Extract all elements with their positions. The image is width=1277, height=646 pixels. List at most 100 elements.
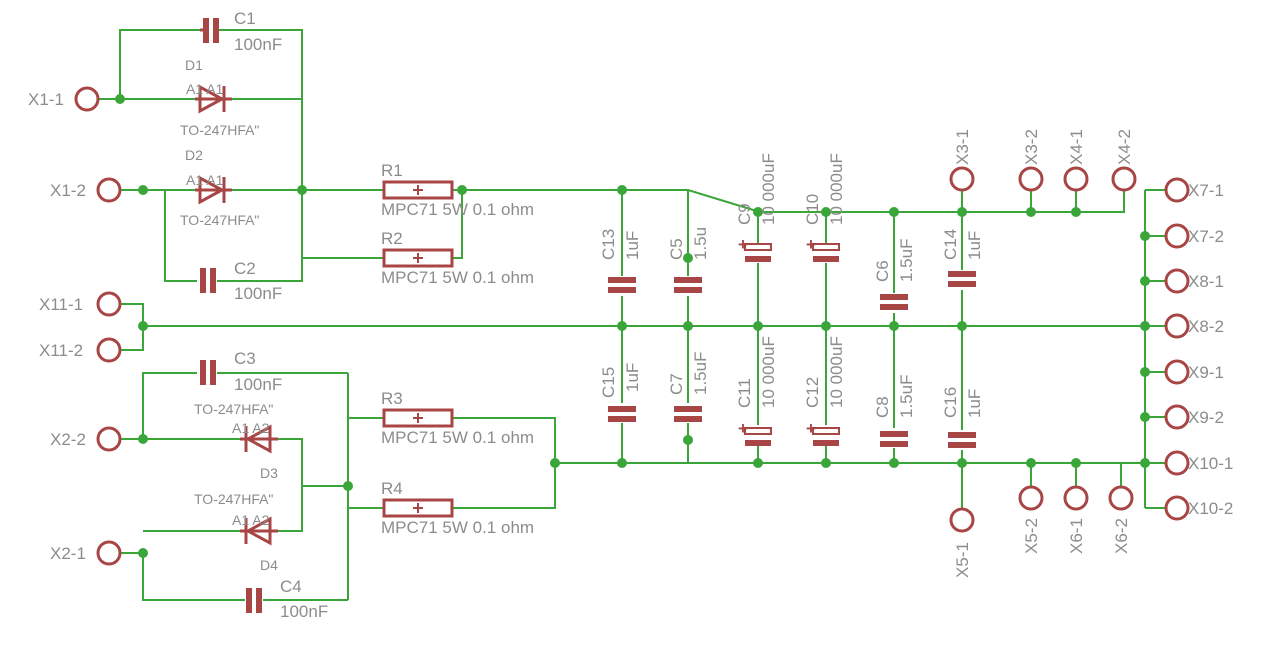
r4-ref: R4 [381,479,403,498]
connector-x5-2[interactable]: X5-2 [1018,485,1044,554]
d4-ref: D4 [260,557,278,573]
c12-ref: C12 [803,377,822,408]
c1-ref: C1 [234,9,256,28]
x6-1-label: X6-1 [1067,518,1086,554]
resistor-r2[interactable]: R2 MPC71 5W 0.1 ohm [381,229,534,287]
connector-x4-1[interactable]: X4-1 [1063,129,1089,192]
d1-package: TO-247HFA" [180,122,259,138]
capacitor-c14[interactable]: C14 1uF [941,229,984,287]
c2-ref: C2 [234,259,256,278]
connector-x4-2[interactable]: X4-2 [1111,129,1137,192]
c9-plus-icon: + [738,235,748,254]
connector-x2-1[interactable]: X2-1 [50,540,122,566]
d2-ref: D2 [185,147,203,163]
c3-ref: C3 [234,349,256,368]
x5-1-label: X5-1 [953,542,972,578]
x8-1-label: X8-1 [1188,272,1224,291]
c5-ref: C5 [667,238,686,260]
c11-ref: C11 [735,378,754,408]
x5-2-label: X5-2 [1022,518,1041,554]
c2-value: 100nF [234,284,282,303]
c16-ref: C16 [941,387,960,418]
capacitor-c16[interactable]: C16 1uF [941,387,984,448]
c4-value: 100nF [280,602,328,621]
d2-package: TO-247HFA" [180,212,259,228]
connector-x6-1[interactable]: X6-1 [1063,485,1089,554]
capacitor-c8[interactable]: C8 1.5uF [873,375,916,447]
capacitor-c7[interactable]: C7 1.5uF [667,352,710,422]
r1-value: MPC71 5W 0.1 ohm [381,200,534,219]
capacitor-c15[interactable]: C15 1uF [599,363,642,422]
diode-d4[interactable]: TO-247HFA" A1 A2 D4 [194,491,278,573]
x3-2-label: X3-2 [1022,129,1041,165]
c1-value: 100nF [234,35,282,54]
c7-value: 1.5uF [691,352,710,395]
d2-pins: A1 A1 [186,172,224,188]
resistor-r3[interactable]: R3 MPC71 5W 0.1 ohm [381,389,534,447]
d3-pins: A1 A2 [232,420,270,436]
x8-2-label: X8-2 [1188,317,1224,336]
d3-ref: D3 [260,465,278,481]
connector-x3-1[interactable]: X3-1 [949,129,975,192]
c14-value: 1uF [965,231,984,260]
x1-2-label: X1-2 [50,181,86,200]
c11-value: 10 000uF [759,336,778,408]
capacitor-c4[interactable]: C4 100nF [246,577,328,621]
d4-package: TO-247HFA" [194,491,273,507]
r1-ref: R1 [381,161,403,180]
capacitor-c12[interactable]: + C12 10 000uF [803,336,846,446]
connector-x1-1[interactable]: X1-1 [28,86,100,112]
c8-value: 1.5uF [897,375,916,418]
capacitor-c10[interactable]: + C10 10 000uF [803,153,846,262]
diode-d2[interactable]: D2 A1 A1 TO-247HFA" [180,147,259,228]
capacitor-c1[interactable]: C1 100nF [200,9,282,54]
capacitor-c3[interactable]: C3 100nF [200,349,282,394]
d3-package: TO-247HFA" [194,401,273,417]
connector-x8-2[interactable]: X8-2 [1164,313,1224,339]
connector-x5-1[interactable]: X5-1 [949,507,975,578]
connector-x2-2[interactable]: X2-2 [50,426,122,452]
c3-value: 100nF [234,375,282,394]
c8-ref: C8 [873,396,892,418]
connector-x11-2[interactable]: X11-2 [39,337,122,363]
connector-x1-2[interactable]: X1-2 [50,177,122,203]
connector-x6-2[interactable]: X6-2 [1108,485,1134,554]
capacitor-c6[interactable]: C6 1.5uF [873,239,916,310]
diode-d1[interactable]: D1 A1 A1 TO-247HFA" [180,57,259,138]
c10-ref: C10 [803,194,822,225]
x2-2-label: X2-2 [50,430,86,449]
junctions [115,94,1150,558]
connector-x8-1[interactable]: X8-1 [1164,268,1224,294]
resistor-r1[interactable]: R1 MPC71 5W 0.1 ohm [381,161,534,219]
capacitor-c11[interactable]: + C11 10 000uF [735,336,778,446]
connector-x10-2[interactable]: X10-2 [1164,495,1233,521]
connector-x7-2[interactable]: X7-2 [1164,223,1224,249]
d1-pins: A1 A1 [186,81,224,97]
x9-1-label: X9-1 [1188,363,1224,382]
c6-value: 1.5uF [897,239,916,282]
wires [98,29,1166,601]
x7-1-label: X7-1 [1188,181,1224,200]
x4-2-label: X4-2 [1115,129,1134,165]
capacitor-c9[interactable]: + C9 10 000uF [735,153,778,262]
connector-x7-1[interactable]: X7-1 [1164,177,1224,203]
capacitor-c13[interactable]: C13 1uF [599,229,642,293]
connector-x9-2[interactable]: X9-2 [1164,404,1224,430]
c4-ref: C4 [280,577,302,596]
diode-d3[interactable]: TO-247HFA" A1 A2 D3 [194,401,278,481]
capacitor-c2[interactable]: C2 100nF [200,259,282,303]
connector-x9-1[interactable]: X9-1 [1164,359,1224,385]
capacitor-c5[interactable]: C5 1.5u [667,227,710,293]
c7-ref: C7 [667,373,686,395]
x9-2-label: X9-2 [1188,408,1224,427]
x6-2-label: X6-2 [1112,518,1131,554]
resistor-r4[interactable]: R4 MPC71 5W 0.1 ohm [381,479,534,537]
r3-ref: R3 [381,389,403,408]
connector-x11-1[interactable]: X11-1 [39,291,122,317]
x2-1-label: X2-1 [50,544,86,563]
connector-x10-1[interactable]: X10-1 [1164,450,1233,476]
d1-ref: D1 [185,57,203,73]
r2-ref: R2 [381,229,403,248]
c15-value: 1uF [623,363,642,392]
connector-x3-2[interactable]: X3-2 [1018,129,1044,192]
